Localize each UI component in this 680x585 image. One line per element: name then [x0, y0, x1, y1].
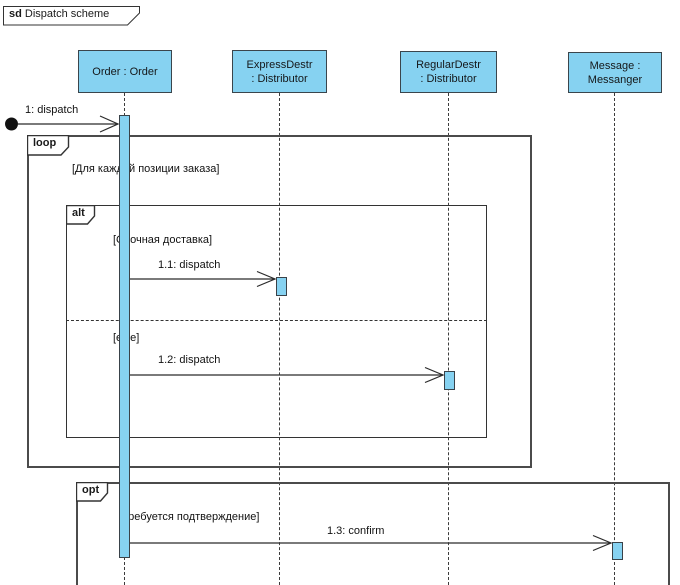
- message-label-confirm-1-3[interactable]: 1.3: confirm: [327, 525, 385, 537]
- alt-operator-pentagon[interactable]: alt: [66, 205, 96, 225]
- alt-operator-label: alt: [72, 207, 85, 219]
- alt-separator-line: [66, 320, 487, 321]
- diagram-title-pentagon[interactable]: sd Dispatch scheme: [3, 6, 141, 26]
- lifeline-regulardestr[interactable]: [448, 93, 449, 585]
- alt-guard-if-label[interactable]: [Срочная доставка]: [111, 234, 215, 246]
- activation-regulardestr[interactable]: [444, 371, 455, 390]
- message-arrow-dispatch-1: [18, 115, 120, 133]
- frame-title: Dispatch scheme: [24, 8, 110, 20]
- lifeline-head-regulardestr-line2: : Distributor: [420, 73, 477, 85]
- lifeline-head-message[interactable]: Message : Messanger: [568, 52, 662, 93]
- message-label-dispatch-1-1[interactable]: 1.1: dispatch: [158, 259, 221, 271]
- lifeline-head-expressdestr-line2: : Distributor: [251, 72, 308, 85]
- loop-fragment-frame[interactable]: [27, 135, 532, 468]
- opt-guard-label[interactable]: [Требуется подтверждение]: [117, 511, 262, 523]
- lifeline-head-message-line2: Messanger: [587, 73, 643, 86]
- lifeline-head-expressdestr-line1: ExpressDestr: [246, 58, 313, 71]
- lifeline-head-order[interactable]: Order : Order: [78, 50, 172, 93]
- pentagon-shape-icon: [27, 135, 70, 156]
- activation-message[interactable]: [612, 542, 623, 560]
- message-label-dispatch-1[interactable]: 1: dispatch: [25, 104, 79, 116]
- pentagon-shape-icon: [3, 6, 140, 26]
- lifeline-expressdestr[interactable]: [279, 93, 280, 585]
- lifeline-head-regulardestr-line1: RegularDestr: [416, 59, 481, 71]
- message-label-dispatch-1-2[interactable]: 1.2: dispatch: [158, 354, 221, 366]
- lifeline-head-regulardestr[interactable]: RegularDestr : Distributor: [400, 51, 497, 93]
- pentagon-shape-icon: [76, 482, 109, 502]
- activation-order[interactable]: [119, 115, 130, 558]
- lifeline-head-message-line1: Message :: [589, 59, 641, 72]
- opt-operator-pentagon[interactable]: opt: [76, 482, 109, 502]
- loop-guard-label[interactable]: [Для каждой позиции заказа]: [70, 163, 222, 175]
- found-message-circle-icon: [5, 117, 18, 131]
- lifeline-message[interactable]: [614, 93, 615, 585]
- loop-operator-pentagon[interactable]: loop: [27, 135, 70, 156]
- opt-fragment-frame[interactable]: [76, 482, 670, 585]
- frame-keyword: sd: [9, 8, 22, 20]
- diagram-title-text: sd Dispatch scheme: [9, 8, 109, 20]
- lifeline-head-order-line1: Order : Order: [92, 65, 158, 78]
- alt-fragment-frame[interactable]: [66, 205, 487, 438]
- loop-operator-label: loop: [33, 137, 57, 149]
- pentagon-shape-icon: [66, 205, 96, 225]
- opt-operator-label: opt: [82, 484, 100, 496]
- activation-expressdestr[interactable]: [276, 277, 287, 296]
- lifeline-head-expressdestr[interactable]: ExpressDestr : Distributor: [232, 50, 327, 93]
